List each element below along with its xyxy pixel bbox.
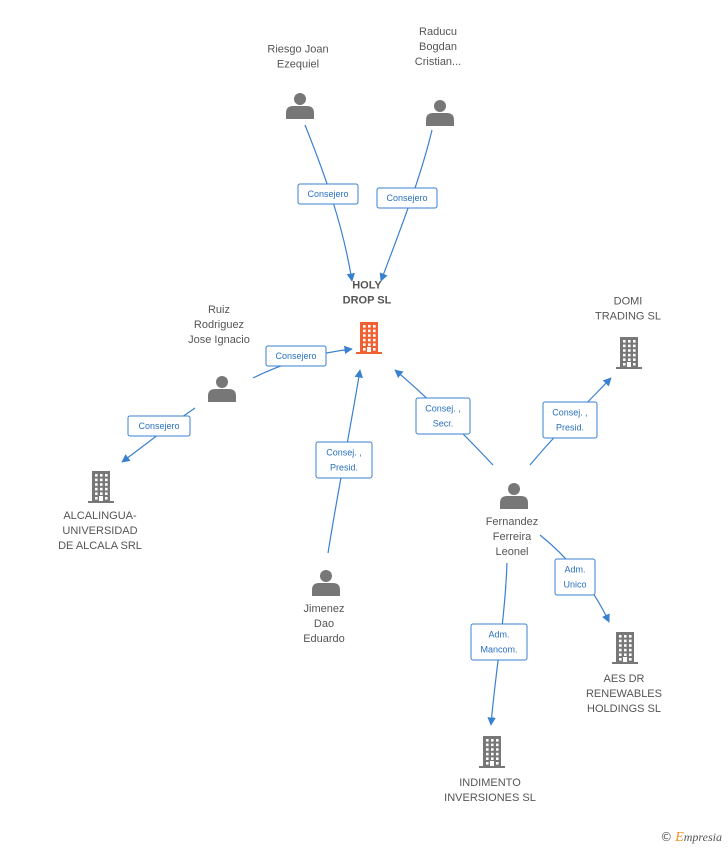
- node-label: UNIVERSIDAD: [62, 525, 137, 537]
- person-icon: [312, 570, 340, 596]
- building-icon: [612, 632, 638, 664]
- edge-label-fernandez-indimento: Adm. Mancom.: [470, 623, 528, 661]
- edge-label-text: Consejero: [275, 351, 316, 361]
- node-label: Eduardo: [303, 633, 345, 645]
- edge-label-text: Consej. ,: [425, 404, 461, 414]
- person-icon: [208, 376, 236, 402]
- node-label: HOLY: [352, 280, 382, 292]
- node-label: Ezequiel: [277, 59, 319, 71]
- brand-name: mpresia: [683, 830, 722, 844]
- building-icon: [356, 322, 382, 354]
- node-holy[interactable]: HOLY DROP SL: [343, 280, 392, 355]
- brand-initial: E: [675, 830, 684, 845]
- edge-label-text: Consej. ,: [326, 448, 362, 458]
- node-label: Raducu: [419, 26, 457, 38]
- copyright-symbol: ©: [660, 830, 673, 844]
- edge-label-text: Secr.: [433, 419, 454, 429]
- node-label: INDIMENTO: [459, 777, 521, 789]
- node-label: INVERSIONES SL: [444, 792, 536, 804]
- node-raducu[interactable]: RaducuBogdanCristian...: [415, 26, 461, 126]
- node-indimento[interactable]: INDIMENTO INVERSIONES SL: [444, 736, 536, 804]
- node-label: HOLDINGS SL: [587, 703, 661, 715]
- edge-label-jimenez-holy: Consej. , Presid.: [315, 441, 373, 479]
- edge-label-text: Presid.: [556, 423, 584, 433]
- edge-label-fernandez-domi: Consej. , Presid.: [542, 401, 598, 439]
- edge-label-fernandez-holy: Consej. , Secr.: [415, 397, 471, 435]
- edge-label-text: Consejero: [307, 189, 348, 199]
- edge-label-ruiz-alcalingua: Consejero: [127, 415, 191, 437]
- node-label: Dao: [314, 618, 334, 630]
- edge-label-text: Consejero: [138, 421, 179, 431]
- person-icon: [426, 100, 454, 126]
- edge-label-raducu-holy: Consejero: [376, 187, 438, 209]
- node-label: Leonel: [495, 546, 528, 558]
- node-label: Ferreira: [493, 531, 532, 543]
- node-label: DE ALCALA SRL: [58, 540, 142, 552]
- node-label: Fernandez: [486, 516, 539, 528]
- node-alcalingua[interactable]: ALCALINGUA- UNIVERSIDAD DE ALCALA SRL: [58, 471, 142, 552]
- edge-label-text: Adm.: [488, 630, 509, 640]
- building-icon: [616, 337, 642, 369]
- edge-label-text: Consej. ,: [552, 408, 588, 418]
- building-icon: [479, 736, 505, 768]
- edge-label-fernandez-aes: Adm. Unico: [554, 558, 596, 596]
- node-label: DOMI: [614, 296, 643, 308]
- node-label: Bogdan: [419, 41, 457, 53]
- edge-label-text: Presid.: [330, 463, 358, 473]
- node-label: Rodriguez: [194, 319, 244, 331]
- brand-logo: ©Empresia: [660, 830, 722, 846]
- edges-layer: [121, 124, 612, 726]
- node-label: TRADING SL: [595, 311, 661, 323]
- node-label: AES DR: [604, 673, 645, 685]
- node-label: DROP SL: [343, 295, 392, 307]
- person-icon: [286, 93, 314, 119]
- node-label: ALCALINGUA-: [63, 510, 137, 522]
- node-label: Cristian...: [415, 56, 461, 68]
- person-icon: [500, 483, 528, 509]
- node-label: Jimenez: [304, 603, 345, 615]
- node-domi[interactable]: DOMI TRADING SL: [595, 296, 661, 370]
- node-label: Ruiz: [208, 304, 230, 316]
- node-label: Riesgo Joan: [267, 44, 328, 56]
- edge-label-text: Adm.: [564, 565, 585, 575]
- building-icon: [88, 471, 114, 503]
- edge-label-text: Consejero: [386, 193, 427, 203]
- node-aes[interactable]: AES DR RENEWABLES HOLDINGS SL: [586, 632, 662, 715]
- edge-label-ruiz-holy: Consejero: [265, 345, 327, 367]
- edge-label-text: Unico: [563, 580, 586, 590]
- node-label: RENEWABLES: [586, 688, 662, 700]
- edge-label-text: Mancom.: [480, 645, 517, 655]
- node-label: Jose Ignacio: [188, 334, 250, 346]
- edge-label-riesgo-holy: Consejero: [297, 183, 359, 205]
